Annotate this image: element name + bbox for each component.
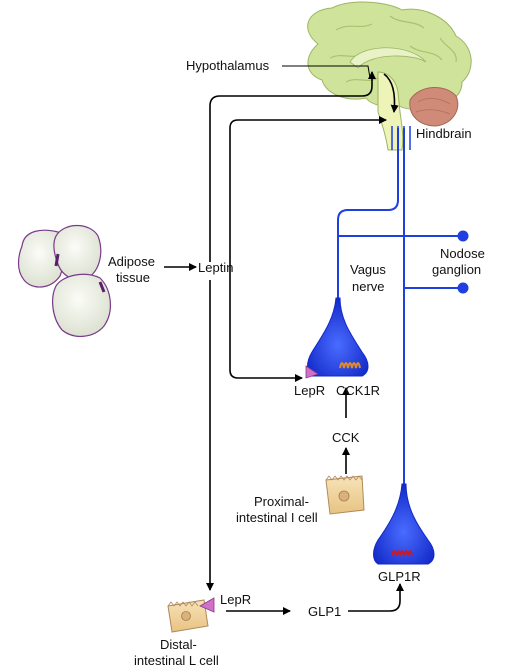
distal-label-line1: Distal-	[160, 637, 197, 652]
distal-l-cell	[167, 599, 209, 633]
glp1-to-glp1r-arrow	[348, 583, 404, 612]
i-cell-nucleus	[338, 490, 350, 502]
l-cell-microvilli	[167, 601, 199, 607]
cck1r-label: CCK1R	[336, 383, 380, 398]
vagal-fiber-upper	[337, 128, 399, 300]
proximal-label-line2: intestinal I cell	[236, 510, 318, 525]
cck-label: CCK	[332, 430, 360, 445]
cerebellum-shape	[409, 87, 459, 127]
lepr-receptor-upper	[305, 365, 319, 379]
glp1r-label: GLP1R	[378, 569, 421, 584]
adipose-cells	[17, 224, 111, 337]
brainstem-shape	[377, 71, 404, 151]
leptin-label: Leptin	[198, 260, 233, 275]
hindbrain-terminals	[391, 126, 411, 150]
adipose-label-line1: Adipose	[108, 254, 155, 269]
vagal-terminal-upper	[307, 297, 369, 377]
hypothalamus-pointer	[282, 65, 371, 79]
nodose-label-line1: Nodose	[440, 246, 485, 261]
lepr-lower-label: LepR	[220, 592, 251, 607]
proximal-label-line1: Proximal-	[254, 494, 309, 509]
leptin-to-hindbrain-arrow	[229, 116, 387, 370]
hypothalamus-to-hindbrain-arrow	[383, 73, 399, 113]
adipocyte-3	[52, 273, 111, 337]
vagal-terminal-lower	[373, 483, 435, 565]
i-cell-microvilli	[325, 475, 363, 481]
lepr-upper-label: LepR	[294, 383, 325, 398]
signal-arrows	[164, 71, 404, 615]
nodose-ganglion-dot-upper	[457, 230, 469, 242]
brain-gyri	[329, 15, 457, 83]
distal-label-line2: intestinal L cell	[134, 653, 219, 668]
glp1r-receptor	[391, 550, 413, 557]
leptin-to-hypothalamus-arrow	[209, 71, 376, 262]
vagus-label-line2: nerve	[352, 279, 385, 294]
hypothalamus-label: Hypothalamus	[186, 58, 270, 73]
lepr-receptor-lower	[199, 597, 215, 613]
adipocyte-1	[17, 229, 65, 288]
l-cell-nucleus	[181, 611, 191, 621]
leptin-to-vagal-lepr-arrow	[229, 369, 303, 382]
corpus-callosum	[349, 47, 427, 69]
vagus-label-line1: Vagus	[350, 262, 386, 277]
cerebellum-folds	[415, 98, 451, 115]
adipocyte-membrane-accent	[54, 253, 106, 293]
cck1r-receptor	[339, 362, 361, 369]
glp1-label: GLP1	[308, 604, 341, 619]
hindbrain-label: Hindbrain	[416, 126, 472, 141]
nodose-label-line2: ganglion	[432, 262, 481, 277]
vagus-nerve	[337, 126, 462, 488]
nodose-ganglion-dot-lower	[457, 282, 469, 294]
proximal-i-cell	[325, 475, 365, 515]
adipose-label-line2: tissue	[116, 270, 150, 285]
brain-illustration	[307, 1, 472, 151]
